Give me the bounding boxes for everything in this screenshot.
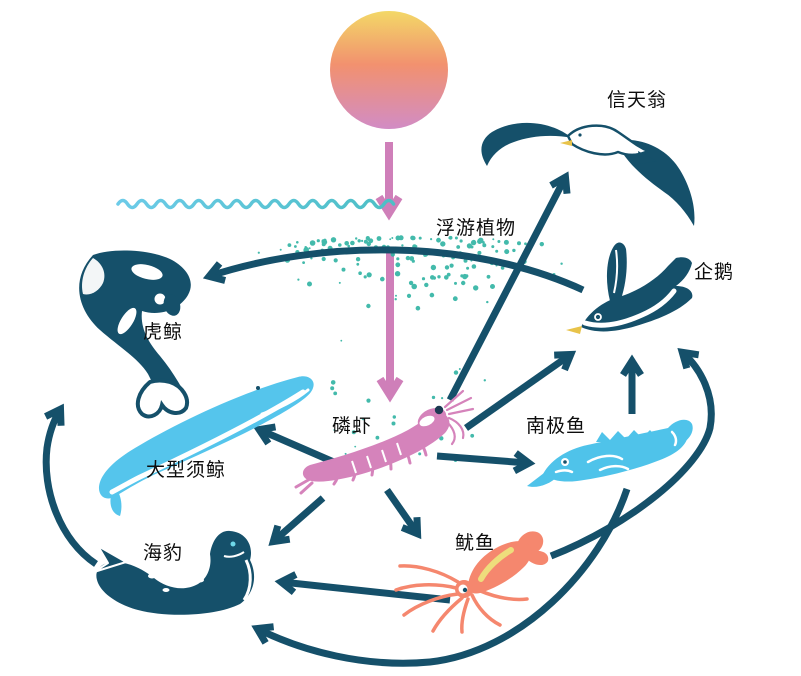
seal-label: 海豹: [143, 543, 184, 564]
krill-label: 磷虾: [332, 416, 373, 437]
penguin-label: 企鹅: [694, 262, 735, 283]
orca-illustration: [79, 250, 191, 419]
albatross-illustration: [481, 122, 695, 226]
arrow-penguin-to-orca: [202, 246, 585, 294]
arrow-krill-to-whale: [253, 423, 338, 467]
ocean-surface-wave: [116, 198, 396, 210]
penguin-illustration: [566, 242, 693, 334]
baleen-whale-illustration: [98, 376, 314, 516]
phytoplankton-label: 浮游植物: [436, 218, 517, 239]
baleen-whale-label: 大型须鲸: [146, 460, 227, 481]
squid-illustration: [394, 531, 549, 634]
krill-illustration: [294, 389, 475, 495]
arrow-squid-to-seal: [274, 571, 451, 604]
arrow-krill-to-fish: [436, 450, 536, 475]
arrow-squid-to-penguin: [549, 348, 715, 560]
arrow-seal-to-orca: [42, 403, 99, 567]
arrow-krill-to-seal: [268, 495, 326, 546]
squid-label: 鱿鱼: [455, 533, 496, 554]
arrow-fish-to-seal: [251, 487, 631, 667]
antarctic-fish-label: 南极鱼: [526, 416, 587, 437]
antarctic-fish-illustration: [527, 419, 693, 487]
arrow-krill-to-squid: [384, 487, 422, 540]
sun: [330, 11, 448, 129]
arrow-krill-to-penguin: [463, 350, 577, 431]
orca-label: 虎鲸: [143, 322, 184, 343]
albatross-label: 信天翁: [607, 90, 668, 111]
arrow-krill-to-albatross: [446, 171, 571, 402]
seal-illustration: [93, 530, 255, 615]
